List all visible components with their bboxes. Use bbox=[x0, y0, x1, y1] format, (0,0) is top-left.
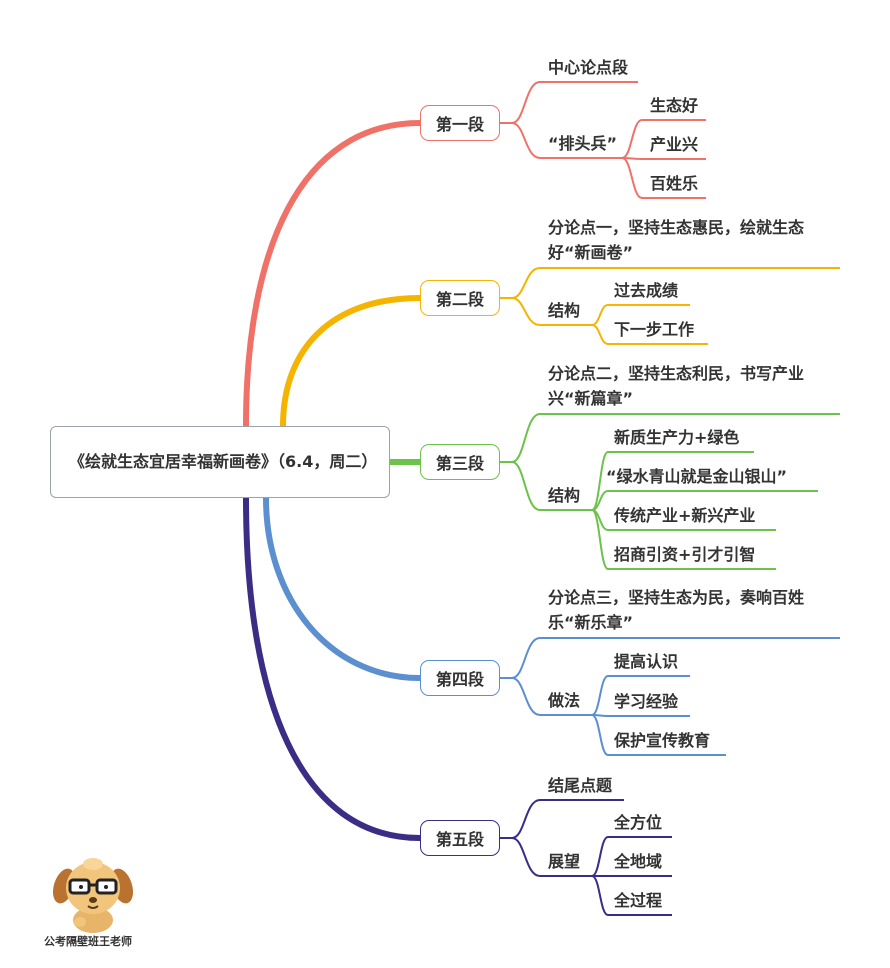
subtopic-whole-process[interactable]: 全过程 bbox=[614, 891, 663, 910]
subtopic-green-mountains[interactable]: “绿水青山就是金山银山” bbox=[606, 467, 788, 486]
section-4-node[interactable]: 第四段 bbox=[420, 660, 500, 696]
topic-closing[interactable]: 结尾点题 bbox=[548, 776, 613, 795]
link-root-sec2 bbox=[280, 295, 421, 427]
topic-subthesis-2[interactable]: 分论点二，坚持生态利民，书写产业兴“新篇章” bbox=[548, 364, 805, 408]
topic-structure-3[interactable]: 结构 bbox=[548, 486, 581, 505]
subtopic-protection-education[interactable]: 保护宣传教育 bbox=[614, 731, 711, 750]
root-topic[interactable]: 《绘就生态宜居幸福新画卷》（6.4，周二） bbox=[50, 426, 390, 498]
section-2-node[interactable]: 第二段 bbox=[420, 280, 500, 316]
subtopic-raise-awareness[interactable]: 提高认识 bbox=[614, 652, 679, 671]
subtopic-investment-talent[interactable]: 招商引资+引才引智 bbox=[614, 545, 756, 564]
subtopic-next-steps[interactable]: 下一步工作 bbox=[614, 320, 695, 339]
section-4-label: 第四段 bbox=[435, 670, 484, 689]
section-5-node[interactable]: 第五段 bbox=[420, 820, 500, 856]
section-1-node[interactable]: 第一段 bbox=[420, 105, 500, 141]
subtopic-traditional-emerging[interactable]: 传统产业+新兴产业 bbox=[614, 506, 756, 525]
subtopic-ecology-good[interactable]: 生态好 bbox=[650, 96, 699, 115]
topic-structure-2[interactable]: 结构 bbox=[548, 301, 581, 320]
link-root-sec4 bbox=[263, 497, 421, 681]
root-title: 《绘就生态宜居幸福新画卷》（6.4，周二） bbox=[69, 452, 378, 471]
topic-outlook[interactable]: 展望 bbox=[548, 852, 581, 871]
author-credit: 公考隔壁班王老师 bbox=[44, 935, 132, 948]
subtopic-learn-experience[interactable]: 学习经验 bbox=[614, 692, 679, 711]
subtopic-all-aspects[interactable]: 全方位 bbox=[614, 813, 663, 832]
section-3-label: 第三段 bbox=[435, 454, 484, 473]
topic-methods[interactable]: 做法 bbox=[548, 691, 581, 710]
subtopic-past-achievements[interactable]: 过去成绩 bbox=[614, 281, 679, 300]
link-root-sec5 bbox=[243, 497, 421, 841]
topic-subthesis-3[interactable]: 分论点三，坚持生态为民，奏响百姓乐“新乐章” bbox=[548, 588, 805, 632]
subtopic-industry-thriving[interactable]: 产业兴 bbox=[650, 135, 699, 154]
link-root-sec1 bbox=[243, 120, 421, 427]
subtopic-new-productivity[interactable]: 新质生产力+绿色 bbox=[614, 428, 740, 447]
section-5-label: 第五段 bbox=[435, 830, 484, 849]
section-2-label: 第二段 bbox=[435, 290, 484, 309]
topic-central-thesis[interactable]: 中心论点段 bbox=[548, 58, 629, 77]
section-3-node[interactable]: 第三段 bbox=[420, 444, 500, 480]
subtopic-all-regions[interactable]: 全地域 bbox=[614, 852, 663, 871]
dog-mascot-icon bbox=[52, 858, 134, 933]
subtopic-people-happy[interactable]: 百姓乐 bbox=[650, 174, 699, 193]
section-1-label: 第一段 bbox=[435, 115, 484, 134]
topic-vanguard[interactable]: “排头兵” bbox=[548, 134, 618, 153]
topic-subthesis-1[interactable]: 分论点一，坚持生态惠民，绘就生态好“新画卷” bbox=[548, 218, 805, 262]
